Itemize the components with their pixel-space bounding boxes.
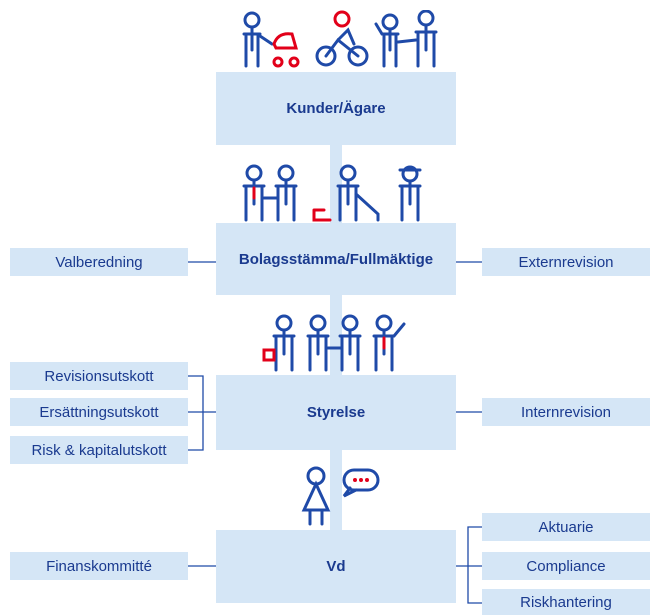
node-ceo: Vd [216,530,456,603]
node-finance-committee: Finanskommitté [10,552,188,580]
node-remuneration-committee: Ersättningsutskott [10,398,188,426]
node-compliance: Compliance [482,552,650,580]
board-icons [262,314,406,372]
bracket-ceo-functions [456,526,482,604]
ceo-speech-bubble-icon [301,466,380,526]
bracket-committees [188,375,216,451]
vacuum-cleaner-person-icon [312,164,380,222]
node-risk-management: Riskhantering [482,589,650,615]
handshake-icon [242,164,298,222]
node-board: Styrelse [216,375,456,450]
owners-icons [242,10,438,68]
meeting-icons [242,164,422,222]
cyclist-icon [315,10,369,67]
trunk-3 [330,450,342,530]
stroller-icon [272,32,300,68]
board-members-icon [262,314,406,372]
node-nomination: Valberedning [10,248,188,276]
couple-icon [374,10,438,68]
node-external-audit: Externrevision [482,248,650,276]
worker-with-cap-icon [398,165,422,222]
node-audit-committee: Revisionsutskott [10,362,188,390]
node-general-meeting: Bolagsstämma/Fullmäktige [216,223,456,295]
node-internal-audit: Internrevision [482,398,650,426]
node-risk-committee: Risk & kapitalutskott [10,436,188,464]
node-actuary: Aktuarie [482,513,650,541]
person-with-stroller-icon [242,11,274,68]
node-owners: Kunder/Ägare [216,72,456,145]
ceo-icon-wrap [301,466,380,526]
trunk-2 [330,295,342,375]
